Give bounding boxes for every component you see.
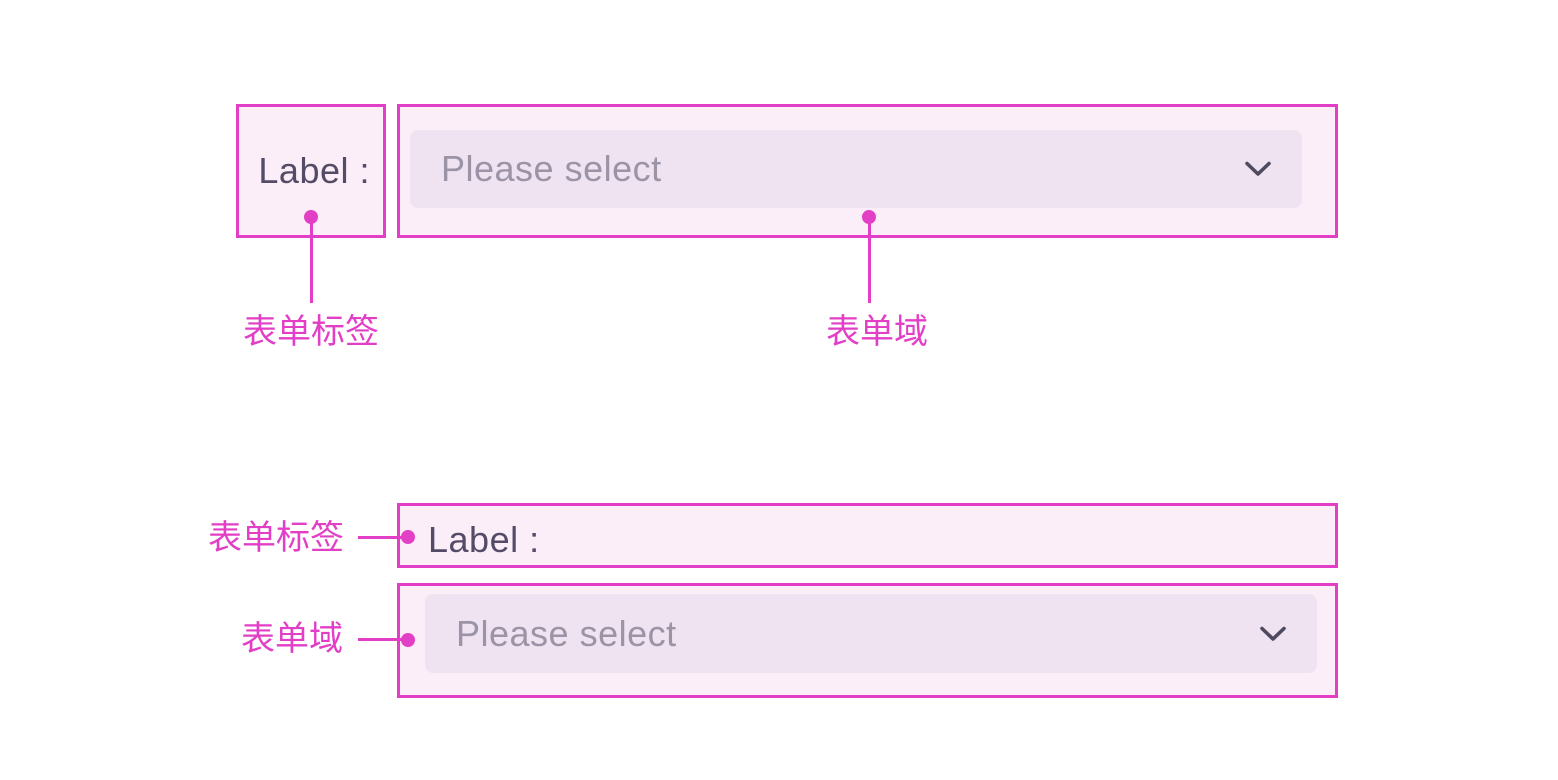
select-input[interactable]: Please select: [425, 594, 1317, 673]
annotation-form-field: 表单域: [826, 313, 928, 351]
form-field-box: Please select: [397, 583, 1338, 698]
callout-line: [310, 217, 313, 303]
chevron-down-icon: [1259, 626, 1287, 642]
callout-dot: [862, 210, 876, 224]
callout-dot: [401, 633, 415, 647]
chevron-down-icon: [1244, 161, 1272, 177]
select-placeholder: Please select: [441, 148, 662, 189]
callout-dot: [401, 530, 415, 544]
callout-line: [868, 217, 871, 303]
annotation-form-label: 表单标签: [208, 519, 344, 557]
callout-dot: [304, 210, 318, 224]
annotation-form-label: 表单标签: [243, 313, 379, 351]
form-label: Label :: [428, 519, 540, 560]
callout-line: [358, 536, 404, 539]
select-input[interactable]: Please select: [410, 130, 1302, 208]
form-label-box: Label :: [397, 503, 1338, 568]
callout-line: [358, 638, 404, 641]
annotation-form-field: 表单域: [241, 620, 343, 658]
select-placeholder: Please select: [456, 612, 677, 654]
form-field-box: Please select: [397, 104, 1338, 238]
form-label: Label :: [258, 150, 370, 191]
